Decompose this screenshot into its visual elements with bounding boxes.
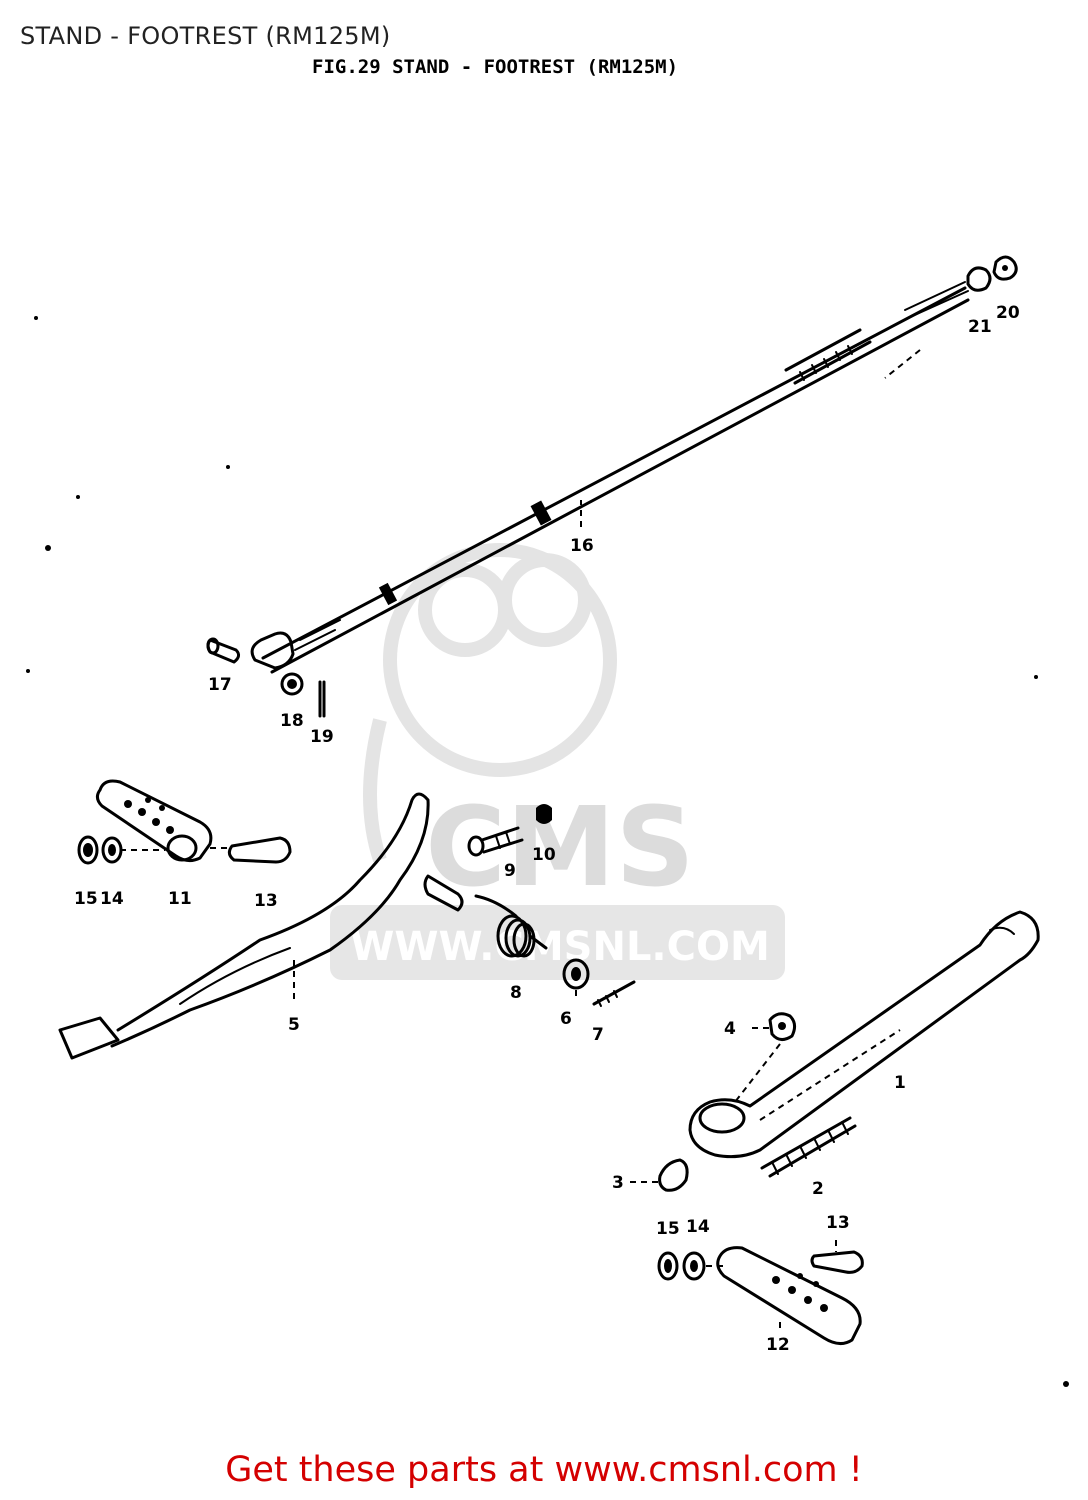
callout-7: 7 [592,1025,604,1045]
part-20-nut [992,255,1018,281]
part-18-nut [280,672,304,696]
callout-3: 3 [612,1173,624,1193]
part-12-footrest-right [716,1246,862,1345]
callout-14-left: 14 [100,889,124,909]
watermark-url-banner [330,905,785,980]
callout-9: 9 [504,861,516,881]
part-6-washer [562,958,590,1000]
callout-13-right: 13 [826,1213,850,1233]
part-13-pin-right [810,1240,864,1274]
part-1-side-stand [688,910,1040,1159]
part-4-nut [734,1012,797,1103]
part-14-washer-right [682,1251,706,1281]
watermark-mascot-collar [363,718,387,863]
callout-17: 17 [208,675,232,695]
watermark-goggle-right [498,553,592,647]
part-3-bolt [630,1158,689,1192]
part-15-washer-right [657,1251,679,1281]
figure-title: FIG.29 STAND - FOOTREST (RM125M) [312,56,678,78]
callout-8: 8 [510,983,522,1003]
callout-20: 20 [996,303,1020,323]
callout-labels: 1 2 3 4 5 6 7 8 9 10 11 12 13 13 14 14 1… [74,303,1020,1355]
callout-16: 16 [570,536,594,556]
footer-link[interactable]: Get these parts at www.cmsnl.com ! [225,1450,863,1490]
part-5-brake-pedal [58,792,464,1060]
callout-19: 19 [310,727,334,747]
part-19-cotter-pin [318,680,326,718]
part-21-joint [966,266,992,292]
watermark-url: WWW.CMSNL.COM [350,924,770,970]
callout-2: 2 [812,1179,824,1199]
part-17-clevis-pin [206,637,241,664]
part-9-bolt [467,826,524,857]
scan-specks [26,316,1069,1387]
callout-6: 6 [560,1009,572,1029]
callout-14-right: 14 [686,1217,710,1237]
part-11-footrest-left [95,779,213,863]
callout-15-left: 15 [74,889,98,909]
callout-21: 21 [968,317,992,337]
part-15-washer-left [77,835,99,865]
callout-11: 11 [168,889,192,909]
callout-13-left: 13 [254,891,278,911]
callout-5: 5 [288,1015,300,1035]
watermark-goggle-left [418,563,512,657]
callout-12: 12 [766,1335,790,1355]
callout-15-right: 15 [656,1219,680,1239]
page-title: STAND - FOOTREST (RM125M) [20,22,391,50]
part-16-brake-rod [250,281,970,674]
cms-watermark: CMS WWW.CMSNL.COM [330,543,785,980]
callout-4: 4 [724,1019,736,1039]
part-2-spring [760,1116,857,1178]
part-8-spring [474,894,548,958]
callout-1: 1 [894,1073,906,1093]
part-10-nut [536,804,552,824]
part-7-pin [592,980,636,1007]
callout-10: 10 [532,845,556,865]
part-13-pin-left [210,836,292,864]
part-14-washer-left [101,836,123,864]
watermark-brand: CMS [425,783,694,911]
callout-18: 18 [280,711,304,731]
